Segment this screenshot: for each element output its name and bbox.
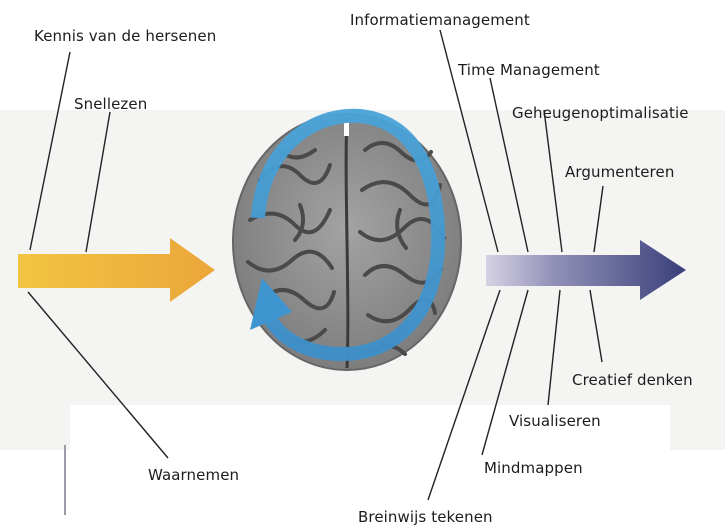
label-argumenteren: Argumenteren	[565, 163, 674, 181]
line-visualiseren	[548, 290, 560, 405]
line-kennis	[30, 52, 70, 250]
line-mindmappen	[482, 290, 528, 455]
label-informatiemanagement: Informatiemanagement	[350, 11, 530, 29]
input-arrow	[18, 238, 215, 302]
line-argumenteren	[594, 186, 603, 252]
brain-icon	[233, 114, 461, 370]
label-geheugenoptimalisatie: Geheugenoptimalisatie	[512, 104, 689, 122]
output-arrow	[486, 240, 686, 300]
label-creatief-denken: Creatief denken	[572, 371, 693, 389]
label-snellezen: Snellezen	[74, 95, 147, 113]
label-mindmappen: Mindmappen	[484, 459, 583, 477]
line-geheugen	[544, 110, 562, 252]
line-snellezen	[86, 112, 110, 252]
line-waarnemen	[28, 292, 168, 458]
label-kennis-van-de-hersenen: Kennis van de hersenen	[34, 27, 216, 45]
label-time-management: Time Management	[458, 61, 600, 79]
line-creatief	[590, 290, 602, 362]
label-visualiseren: Visualiseren	[509, 412, 601, 430]
label-breinwijs-tekenen: Breinwijs tekenen	[358, 508, 493, 526]
label-waarnemen: Waarnemen	[148, 466, 239, 484]
